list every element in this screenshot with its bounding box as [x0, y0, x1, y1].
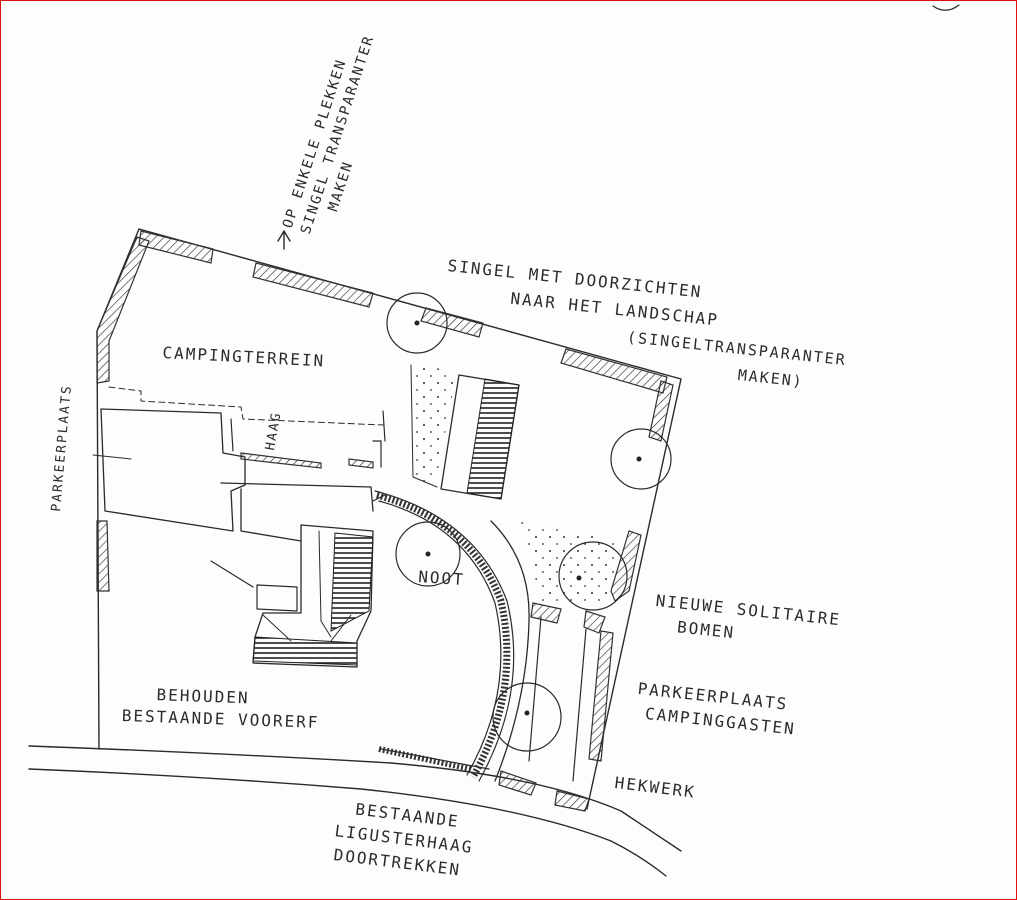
tree	[386, 292, 448, 354]
barn-roof-hatch	[466, 378, 520, 500]
farmhouse-roof	[252, 636, 358, 666]
planting-dots	[411, 365, 457, 485]
road-edge-bottom	[28, 768, 667, 877]
hedge-segment	[240, 452, 322, 469]
hedge-segment	[554, 790, 590, 812]
leader-line	[92, 454, 132, 460]
farmhouse-roof	[330, 532, 374, 632]
hedge-segment	[96, 236, 150, 384]
access-road	[490, 520, 530, 782]
hedge-segment	[252, 262, 374, 308]
hedge-segment	[138, 230, 214, 264]
hedge-segment	[498, 770, 537, 796]
driveway	[372, 494, 490, 770]
camping-area-line	[108, 386, 384, 426]
hedge-segment	[348, 458, 374, 469]
arrow-icon	[277, 230, 291, 250]
behouden-label: BEHOUDEN BESTAANDE VOORERF	[121, 685, 320, 732]
tree	[558, 541, 628, 611]
hedge-segment	[530, 602, 562, 624]
parking-camping	[528, 616, 587, 782]
annex	[256, 584, 298, 612]
parking-area-left	[100, 408, 246, 532]
tree	[610, 428, 672, 490]
planting-edge	[410, 364, 438, 488]
road-edge-top	[28, 745, 682, 852]
hedge-segment	[588, 630, 614, 762]
ligusterhaag-label: BESTAANDE LIGUSTERHAAG DOORTREKKEN	[332, 799, 475, 880]
hedge-segment	[96, 520, 110, 592]
farm-path	[220, 482, 374, 542]
curved-hedge	[376, 491, 511, 779]
farm-path	[210, 560, 254, 588]
noot-label: NOOT	[417, 567, 466, 590]
hedge-segment	[648, 380, 674, 442]
tree	[492, 682, 562, 752]
farmhouse	[252, 524, 374, 668]
tree	[395, 521, 461, 587]
hedge-segment	[372, 440, 382, 468]
hedge-segment	[583, 610, 606, 634]
path-line	[230, 410, 386, 452]
corner-mark	[932, 4, 960, 11]
planting-dots	[521, 521, 621, 601]
hedge-segment	[420, 307, 484, 338]
roof-ridge	[262, 530, 352, 642]
